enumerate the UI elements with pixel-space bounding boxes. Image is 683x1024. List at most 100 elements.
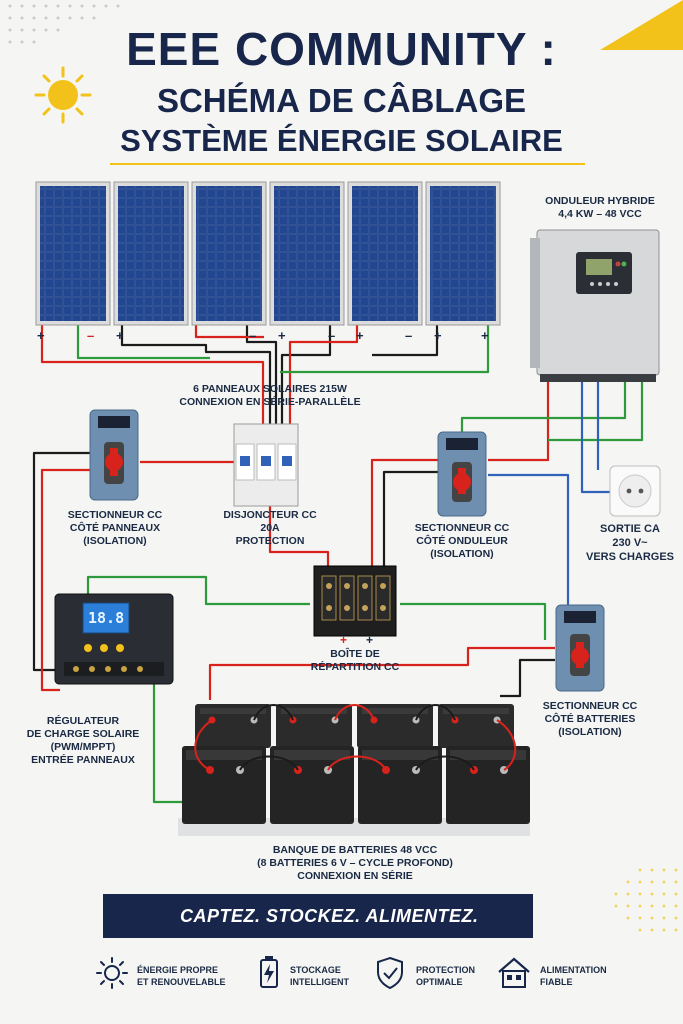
terminal-plus: + bbox=[37, 328, 45, 343]
wire-inv-green bbox=[460, 378, 627, 432]
disconnect-inverter-line3: (ISOLATION) bbox=[430, 548, 494, 560]
charge-controller-line3: (PWM/MPPT) bbox=[50, 741, 116, 753]
breaker-line1: DISJONCTEUR CC bbox=[223, 509, 317, 521]
house-icon bbox=[498, 957, 530, 988]
ac-output-line2: 230 V~ bbox=[612, 537, 648, 549]
wire-panel-black bbox=[120, 325, 272, 430]
ac-output-line1: SORTIE CA bbox=[600, 523, 660, 535]
battery-icon bbox=[260, 956, 278, 988]
terminal-minus: – bbox=[405, 328, 413, 343]
feature-line2: OPTIMALE bbox=[416, 977, 463, 987]
shield-icon bbox=[377, 956, 403, 990]
solar-panel bbox=[191, 181, 267, 326]
ac-outlet bbox=[609, 465, 661, 517]
wire-batt-black bbox=[500, 658, 555, 698]
disconnect-inverter-label: SECTIONNEUR CC CÔTÉ ONDULEUR (ISOLATION) bbox=[407, 522, 517, 561]
solar-panel bbox=[113, 181, 189, 326]
feature-line2: FIABLE bbox=[540, 977, 573, 987]
distribution-box-line1: BOÎTE DE bbox=[330, 648, 380, 660]
disconnect-panels-label: SECTIONNEUR CC CÔTÉ PANNEAUX (ISOLATION) bbox=[55, 509, 175, 548]
wire-battdisc-blue bbox=[488, 473, 570, 605]
solar-panel bbox=[269, 181, 345, 326]
feature-item: STOCKAGE INTELLIGENT bbox=[290, 964, 349, 988]
dot-pattern-bottom-right bbox=[614, 868, 678, 932]
inverter-label-line1: ONDULEUR HYBRIDE bbox=[545, 195, 655, 207]
wire-panel-black-4 bbox=[372, 325, 439, 357]
feature-item: ÉNERGIE PROPRE ET RENOUVELABLE bbox=[137, 964, 226, 988]
wire-inv-green-2 bbox=[548, 378, 644, 442]
dot-pattern-top-left bbox=[8, 4, 120, 44]
charge-controller-line1: RÉGULATEUR bbox=[46, 715, 120, 727]
wire-panel-black-2 bbox=[245, 325, 278, 430]
wire-panel-green-2 bbox=[280, 325, 490, 374]
feature-line2: INTELLIGENT bbox=[290, 977, 349, 987]
ac-output-label: SORTIE CA 230 V~ VERS CHARGES bbox=[585, 522, 675, 564]
distribution-box-line2: RÉPARTITION CC bbox=[310, 661, 400, 673]
wire-left-red bbox=[40, 468, 98, 692]
dc-distribution-box bbox=[313, 565, 397, 637]
feature-line1: ÉNERGIE PROPRE bbox=[137, 965, 219, 975]
wire-panel-red bbox=[40, 325, 265, 430]
wire-panel-black-3 bbox=[280, 325, 332, 430]
feature-item: ALIMENTATION FIABLE bbox=[540, 964, 607, 988]
terminal-plus: + bbox=[116, 328, 124, 343]
battery-bank-label: BANQUE DE BATTERIES 48 VCC (8 BATTERIES … bbox=[225, 844, 485, 883]
feature-item: PROTECTION OPTIMALE bbox=[416, 964, 475, 988]
wire-panel-green bbox=[76, 325, 210, 360]
dc-disconnect-panels bbox=[89, 409, 139, 501]
terminal-minus: – bbox=[87, 328, 95, 343]
terminal-minus: – bbox=[328, 328, 336, 343]
distribution-box-label: BOÎTE DE RÉPARTITION CC bbox=[300, 648, 410, 674]
terminal-minus: – bbox=[249, 328, 257, 343]
disconnect-inverter-line1: SECTIONNEUR CC bbox=[414, 522, 510, 534]
feature-line1: ALIMENTATION bbox=[540, 965, 607, 975]
wire-ac-blue bbox=[580, 378, 610, 494]
corner-triangle bbox=[600, 0, 683, 50]
battery-bank-line2: (8 BATTERIES 6 V – CYCLE PROFOND) bbox=[257, 857, 453, 869]
terminal-plus: + bbox=[434, 328, 442, 343]
feature-line1: PROTECTION bbox=[416, 965, 476, 975]
ac-output-line3: VERS CHARGES bbox=[585, 551, 675, 563]
terminal-plus: + bbox=[340, 633, 348, 647]
battery bbox=[276, 704, 352, 748]
battery bbox=[357, 704, 433, 748]
solar-panels bbox=[35, 181, 501, 326]
battery-bank-line3: CONNEXION EN SÉRIE bbox=[297, 870, 413, 882]
disconnect-batteries-label: SECTIONNEUR CC CÔTÉ BATTERIES (ISOLATION… bbox=[530, 700, 650, 739]
dc-breaker bbox=[233, 423, 299, 507]
feature-line2: ET RENOUVELABLE bbox=[137, 977, 226, 987]
battery bbox=[358, 746, 442, 824]
wire-box-red-up bbox=[370, 458, 438, 570]
disconnect-panels-line1: SECTIONNEUR CC bbox=[67, 509, 163, 521]
title-line-2: SCHÉMA DE CÂBLAGE bbox=[156, 82, 527, 119]
terminal-plus: + bbox=[278, 328, 286, 343]
wire-panel-red-2 bbox=[194, 325, 264, 339]
solar-panel bbox=[425, 181, 501, 326]
terminal-plus: + bbox=[356, 328, 364, 343]
solar-panel bbox=[347, 181, 423, 326]
title-underline bbox=[110, 163, 585, 165]
battery bbox=[438, 704, 514, 748]
hybrid-inverter bbox=[530, 229, 660, 382]
disconnect-inverter-line2: CÔTÉ ONDULEUR bbox=[416, 535, 508, 547]
terminal-plus: + bbox=[481, 328, 489, 343]
dc-disconnect-inverter bbox=[437, 431, 487, 517]
charge-controller-line4: ENTRÉE PANNEAUX bbox=[31, 754, 135, 766]
breaker-line2: 20A bbox=[260, 522, 280, 534]
solar-panel bbox=[35, 181, 111, 326]
wire-batt-red bbox=[208, 646, 555, 700]
disconnect-batteries-line3: (ISOLATION) bbox=[558, 726, 622, 738]
sun-icon bbox=[96, 957, 128, 989]
panels-label: 6 PANNEAUX SOLAIRES 215W CONNEXION EN SÉ… bbox=[160, 383, 380, 409]
feature-line1: STOCKAGE bbox=[290, 965, 341, 975]
battery bbox=[195, 704, 271, 748]
charge-controller-line2: DE CHARGE SOLAIRE bbox=[26, 728, 140, 740]
slogan-text: CAPTEZ. STOCKEZ. ALIMENTEZ. bbox=[180, 906, 479, 926]
title-line-1: EEE COMMUNITY : bbox=[126, 23, 557, 75]
battery-bank bbox=[178, 704, 530, 836]
sun-icon bbox=[34, 66, 92, 124]
wire-controller-green bbox=[86, 575, 310, 606]
wire-controller-green-2 bbox=[152, 680, 183, 804]
disconnect-panels-line2: CÔTÉ PANNEAUX bbox=[69, 522, 161, 534]
wire-breaker-to-box bbox=[268, 504, 330, 570]
